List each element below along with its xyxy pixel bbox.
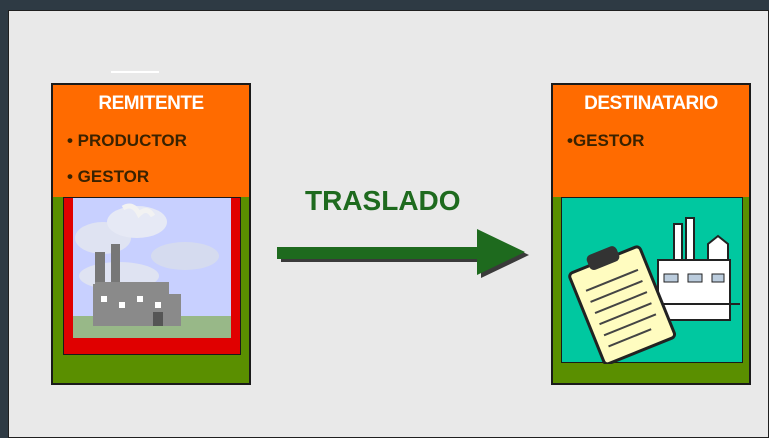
decorative-line [111,71,159,73]
sender-box: REMITENTE • PRODUCTOR • GESTOR [51,83,251,385]
clipboard-factory-icon [568,217,740,366]
sender-item-producer: • PRODUCTOR [67,131,187,150]
transfer-label: TRASLADO [305,185,461,216]
recipient-title: DESTINATARIO [584,93,718,114]
sender-title: REMITENTE [98,93,204,114]
recipient-box: DESTINATARIO •GESTOR [551,83,751,385]
factory-picture [63,197,241,355]
sender-item-manager: • GESTOR [67,167,150,186]
transfer-arrow-icon [277,229,529,278]
recipient-header: DESTINATARIO •GESTOR [553,85,749,197]
slide: REMITENTE • PRODUCTOR • GESTOR [8,10,769,438]
recipient-item-manager: •GESTOR [567,131,645,150]
sender-header: REMITENTE • PRODUCTOR • GESTOR [53,85,249,197]
clipboard-picture [561,197,743,366]
factory-icon [73,198,231,338]
